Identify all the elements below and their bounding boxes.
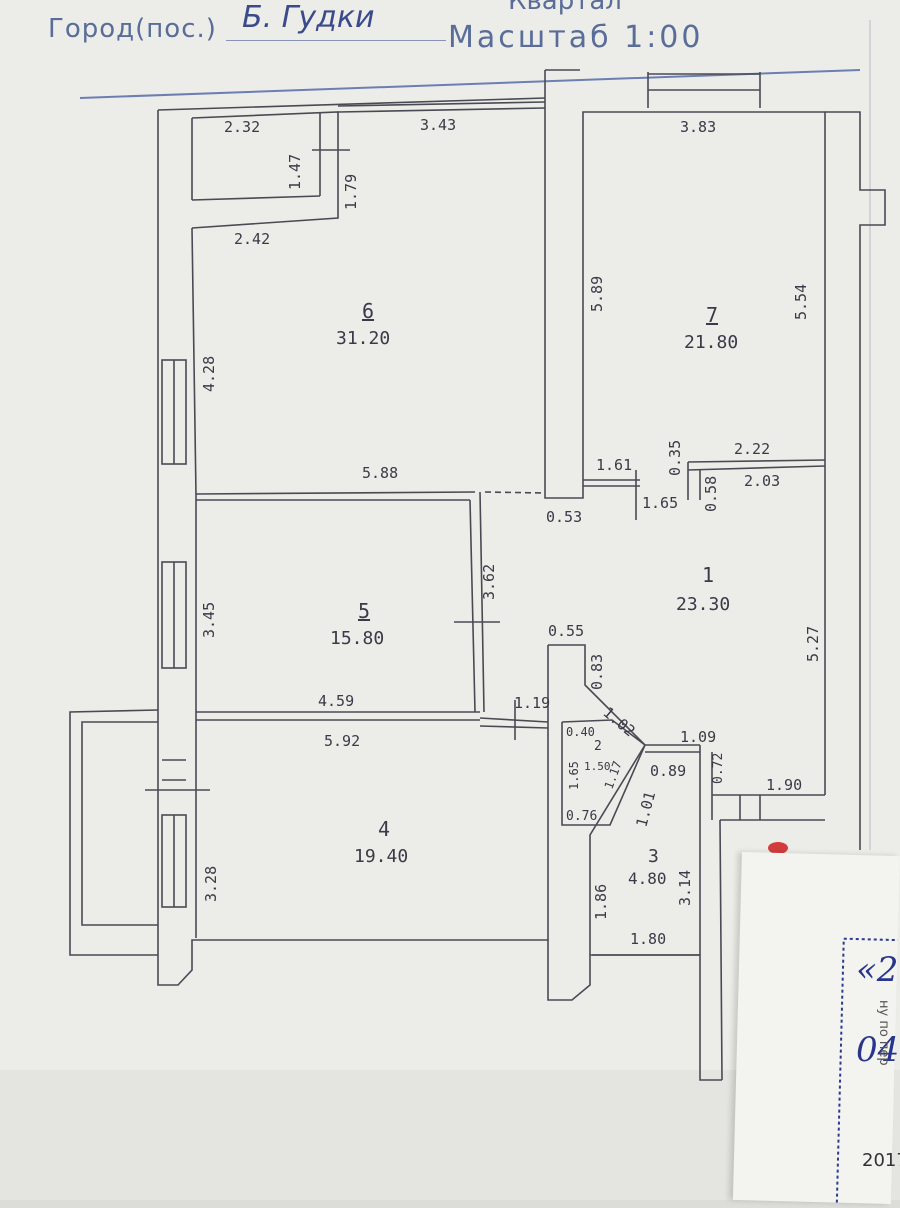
dimension-label: 3.45: [200, 602, 218, 638]
dimension-label: 1.02: [599, 703, 638, 740]
card-date-day: «21»: [856, 950, 900, 990]
dimension-label: 5.88: [362, 464, 398, 482]
room-number: 2: [594, 739, 602, 754]
red-mark: [768, 842, 788, 854]
room-area: 23.30: [676, 594, 730, 615]
header-rule: [226, 40, 446, 41]
dimension-label: 4.28: [200, 356, 218, 392]
dimension-label: 5.27: [804, 626, 822, 662]
room-area: 21.80: [684, 332, 738, 353]
dimension-label: 2.32: [224, 118, 260, 136]
dimension-label: 0.55: [548, 622, 584, 640]
card-date-month: 04: [856, 1030, 900, 1070]
room-area: 19.40: [354, 846, 408, 867]
room-labels: 6 31.20 7 21.80 5 15.80 1 23.30 4 19.40 …: [330, 299, 738, 888]
dimension-label: 3.83: [680, 118, 716, 136]
dimension-label: 4.59: [318, 692, 354, 710]
dimension-label: 0.72: [711, 753, 726, 784]
dimension-labels: 2.32 1.47 1.79 3.43 3.83 2.42 4.28 5.89 …: [200, 116, 822, 948]
dimension-label: 0.58: [702, 476, 720, 512]
card-frame: [835, 937, 900, 1208]
dimension-label: 5.89: [588, 276, 606, 312]
quarter-label: Квартал: [508, 0, 622, 16]
dimension-label: 1.09: [680, 728, 716, 746]
dimension-label: 0.76: [566, 809, 597, 824]
dimension-label: 1.65: [567, 761, 581, 790]
room-number: 5: [358, 599, 370, 623]
overlapping-card: [732, 852, 900, 1208]
room-number: 7: [706, 303, 718, 327]
room-area: 4.80: [628, 869, 667, 888]
dimension-label: 5.92: [324, 732, 360, 750]
dimension-label: 3.28: [202, 866, 220, 902]
dimension-label: 0.53: [546, 508, 582, 526]
walls: [69, 69, 886, 1081]
card-year: 2017: [862, 1150, 900, 1171]
dimension-label: 1.19: [514, 694, 550, 712]
dimension-label: 3.43: [420, 116, 456, 134]
dimension-label: 0.35: [666, 440, 684, 476]
room-number: 6: [362, 299, 374, 323]
dimension-label: 1.01: [632, 789, 659, 829]
dimension-label: 2.03: [744, 472, 780, 490]
dimension-label: 2.42: [234, 230, 270, 248]
dimension-label: 1.47: [286, 154, 304, 190]
dimension-label: 2.22: [734, 440, 770, 458]
room-area: 1.50: [584, 760, 611, 773]
dimension-label: 3.14: [676, 870, 694, 906]
dimension-label: 1.79: [342, 174, 360, 210]
room-number: 4: [378, 817, 390, 841]
card-side-text: ну по пер: [876, 1000, 891, 1066]
dimension-label: 1.80: [630, 930, 666, 948]
dimension-label: 3.62: [480, 564, 498, 600]
dimension-label: 0.83: [588, 654, 606, 690]
dimension-label: 1.90: [766, 776, 802, 794]
dimension-label: 0.40: [566, 725, 595, 739]
room-area: 15.80: [330, 628, 384, 649]
scale-label: Масштаб 1:00: [448, 20, 704, 55]
room-area: 31.20: [336, 328, 390, 349]
dimension-label: 1.61: [596, 456, 632, 474]
dimension-label: 1.86: [592, 884, 610, 920]
dimension-label: 0.89: [650, 762, 686, 780]
room-number: 1: [702, 563, 714, 587]
dimension-label: 5.54: [792, 284, 810, 320]
room-number: 3: [648, 846, 659, 867]
city-value: Б. Гудки: [242, 0, 375, 35]
city-label: Город(пос.): [48, 14, 217, 44]
dimension-label: 1.65: [642, 494, 678, 512]
